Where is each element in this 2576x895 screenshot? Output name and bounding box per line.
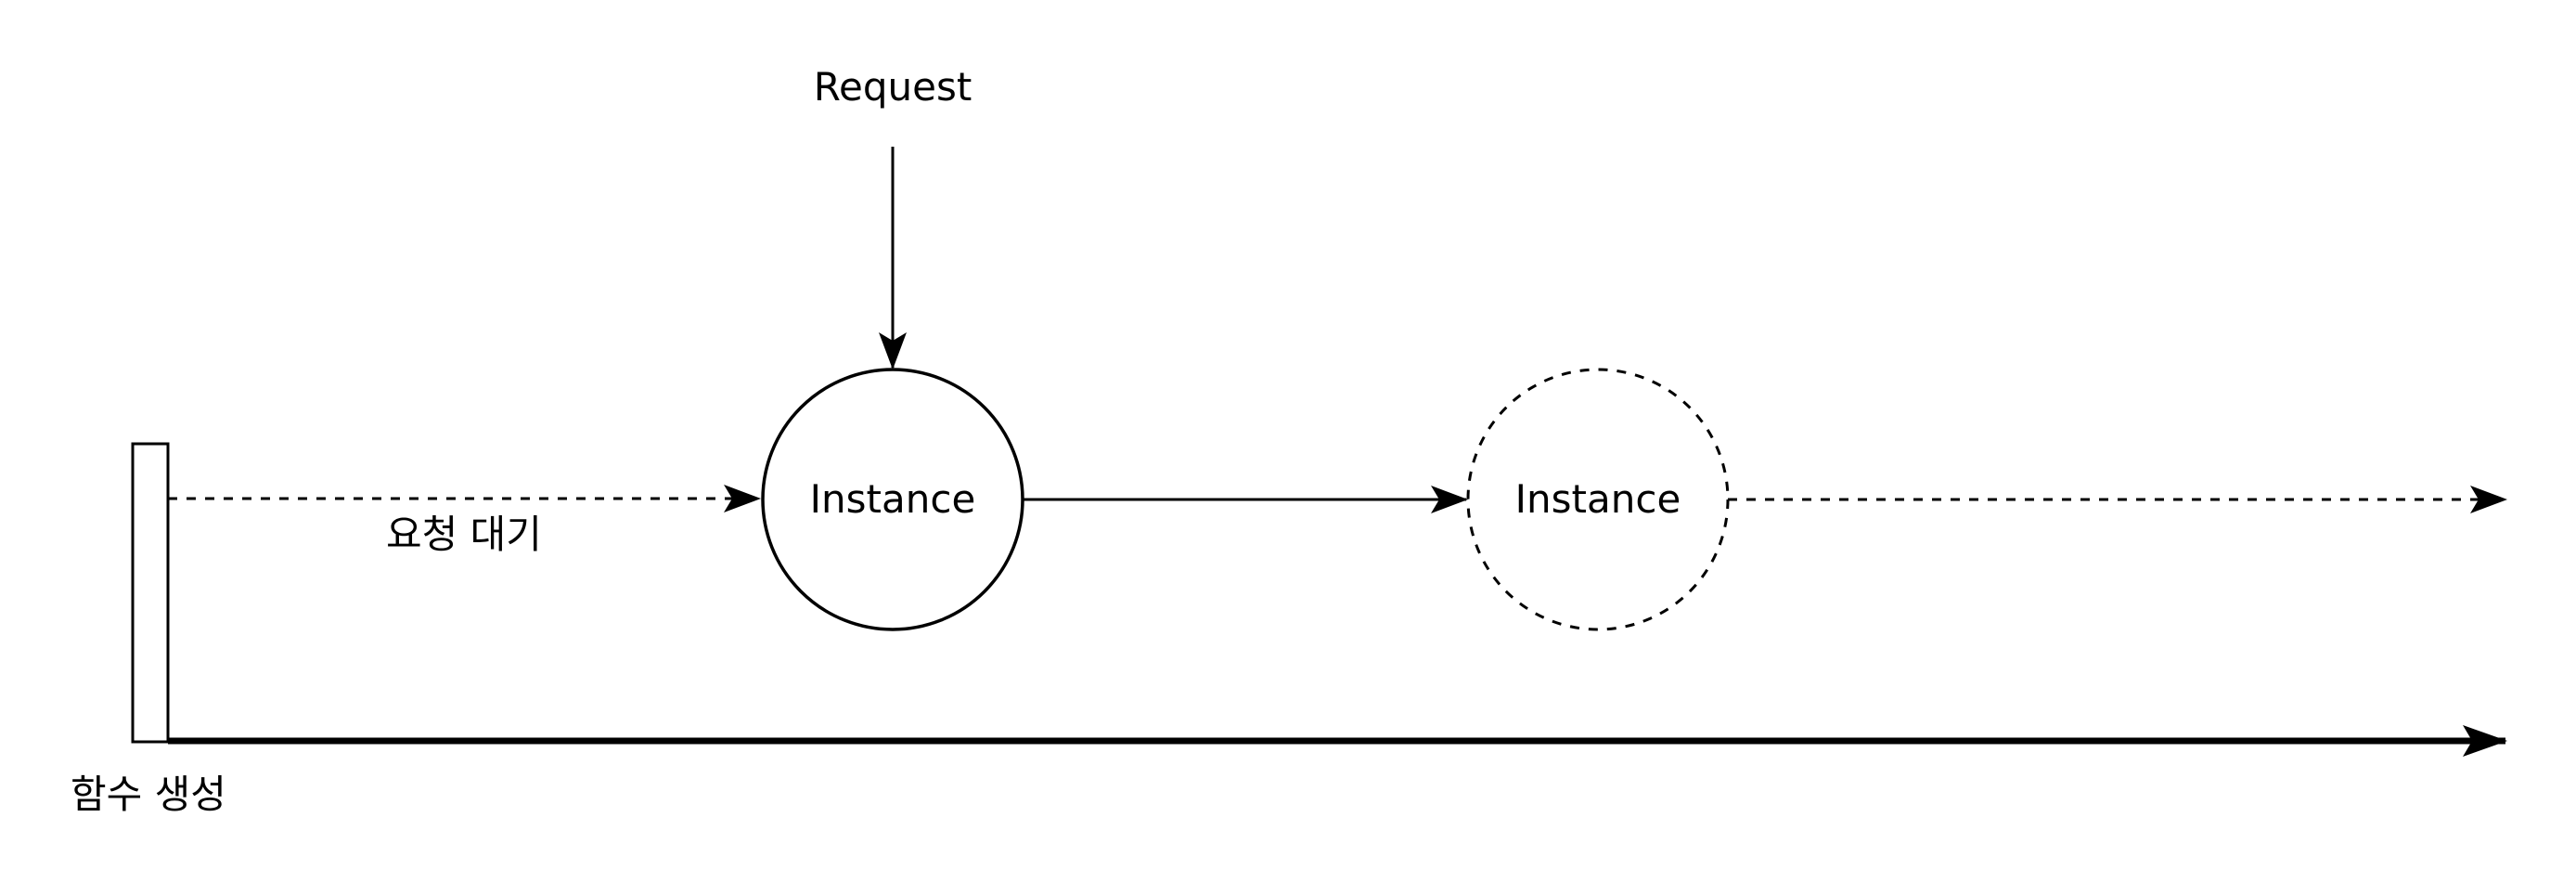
function-created-label: 함수 생성 — [71, 772, 226, 817]
instance-active-label: Instance — [810, 476, 976, 522]
request-label: Request — [814, 64, 972, 110]
instance-idle-label: Instance — [1515, 476, 1681, 522]
waiting-label: 요청 대기 — [386, 512, 542, 557]
function-creation-bar — [131, 442, 170, 744]
